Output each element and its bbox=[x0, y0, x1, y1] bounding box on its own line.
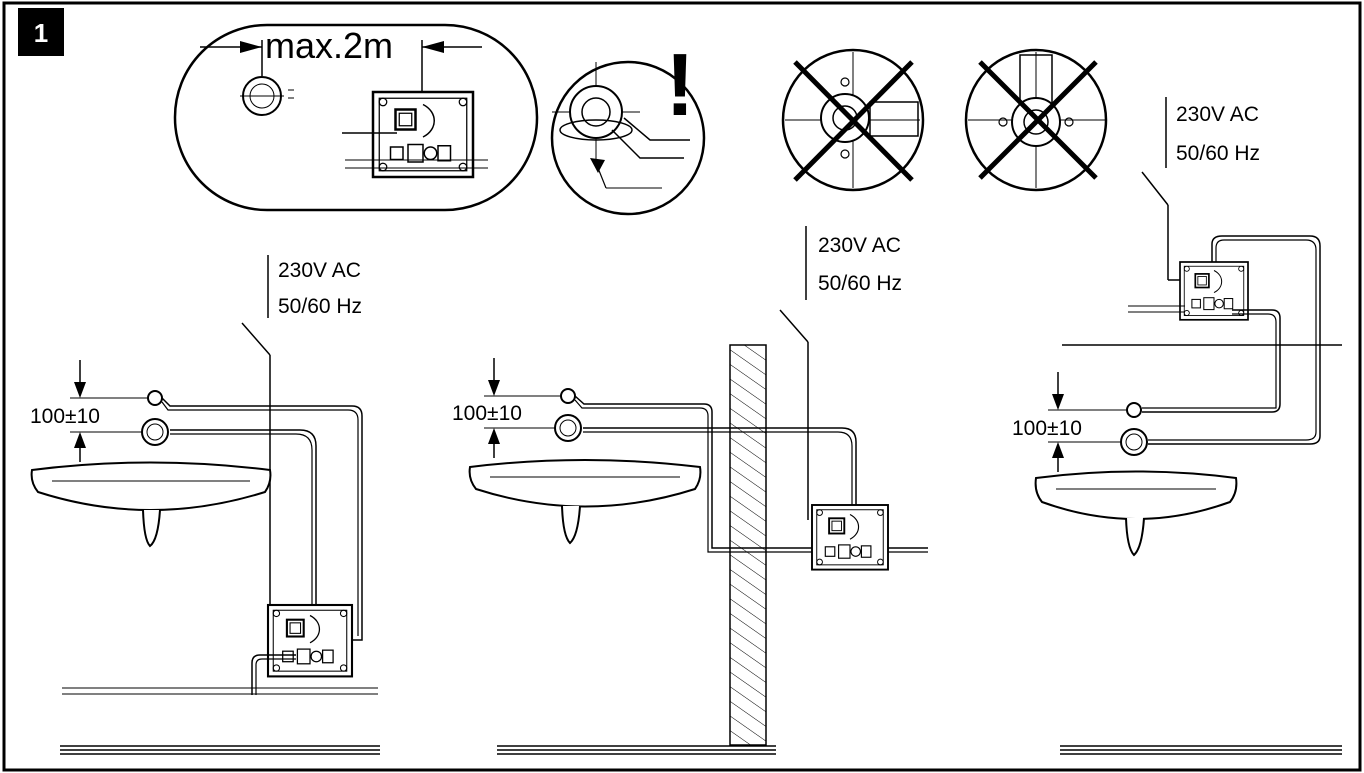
panel-3-frequency: 50/60 Hz bbox=[1176, 142, 1260, 165]
warning-exclamation-icon: ! bbox=[665, 35, 694, 134]
panel-2-height-dim: 100±10 bbox=[452, 402, 522, 425]
max-distance-label: max.2m bbox=[265, 25, 393, 66]
panel-3-height-dim: 100±10 bbox=[1012, 417, 1082, 440]
panel-2-through-wall-install: 230V AC 50/60 Hz 100±10 bbox=[452, 226, 928, 755]
detail-max-distance: max.2m bbox=[173, 23, 539, 212]
panel-2-voltage: 230V AC bbox=[818, 234, 901, 257]
panel-1-frequency: 50/60 Hz bbox=[278, 295, 362, 318]
wall bbox=[729, 344, 767, 746]
panel-1-standard-install: 230V AC 50/60 Hz 100±10 bbox=[30, 255, 380, 755]
detail-correct-orientation: ! bbox=[550, 35, 706, 216]
panel-3-voltage: 230V AC bbox=[1176, 103, 1259, 126]
cross-out-icon bbox=[978, 60, 1098, 180]
step-number: 1 bbox=[34, 18, 48, 48]
step-badge: 1 bbox=[18, 8, 64, 56]
cross-out-icon bbox=[793, 60, 914, 182]
panel-3-above-ceiling-install: 230V AC 50/60 Hz 100±10 bbox=[1012, 97, 1342, 755]
panel-2-frequency: 50/60 Hz bbox=[818, 272, 902, 295]
detail-wrong-orientation-2 bbox=[964, 48, 1108, 192]
panel-1-voltage: 230V AC bbox=[278, 259, 361, 282]
panel-1-height-dim: 100±10 bbox=[30, 405, 100, 428]
detail-wrong-orientation-1 bbox=[781, 48, 925, 192]
